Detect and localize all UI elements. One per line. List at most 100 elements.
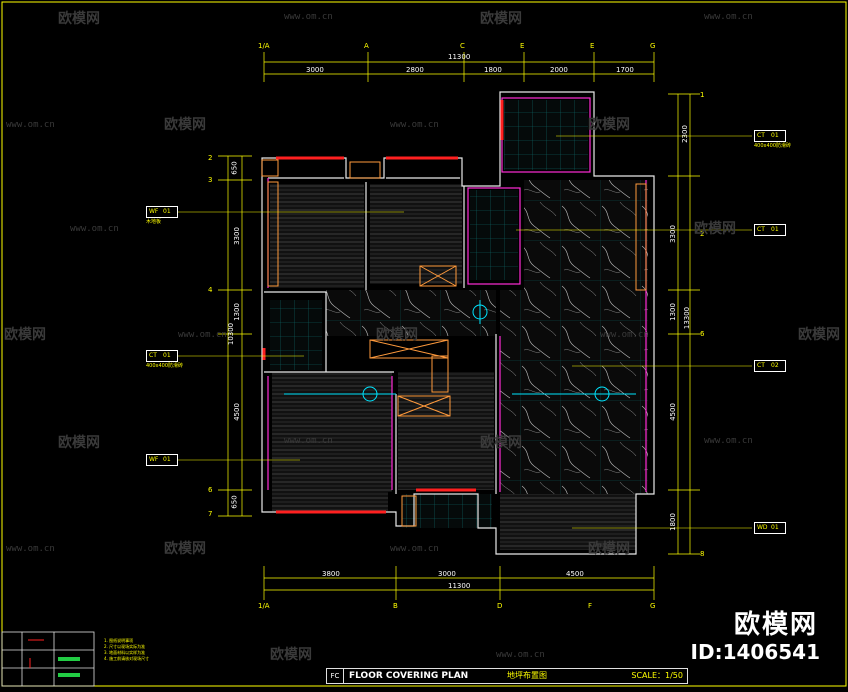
tag-code: WD (757, 524, 768, 531)
cabinets (261, 159, 647, 527)
dim-top-total: 11300 (448, 53, 471, 61)
tag-num: 02 (771, 362, 779, 369)
title-english: FLOOR COVERING PLAN (349, 671, 469, 681)
dim-top-seg-2: 2800 (406, 66, 424, 74)
tag-right-1[interactable]: CT 01 (754, 130, 786, 142)
watermark-text: 欧模网 (270, 647, 312, 663)
tag-right-3[interactable]: CT 02 (754, 360, 786, 372)
tag-left-3[interactable]: WF 01 (146, 454, 178, 466)
floor-hatch-regions (270, 100, 648, 550)
axis-left-2: 3 (208, 176, 213, 184)
axis-top-4: E (520, 42, 525, 50)
watermark-text: 欧模网 (164, 541, 206, 557)
watermark-text: 欧模网 (480, 435, 522, 451)
tag-num: 01 (771, 226, 779, 233)
right-dimension-chain (668, 93, 700, 555)
tag-code: CT (757, 132, 765, 139)
watermark-text: 欧模网 (4, 327, 46, 343)
dim-right-seg-1: 2300 (680, 125, 689, 143)
dim-left-seg-3: 1300 (232, 303, 241, 321)
watermark-url: www.om.cn (600, 330, 649, 340)
watermark-url: www.om.cn (390, 544, 439, 554)
dim-right-total: 13300 (683, 306, 692, 330)
dim-bottom-total: 11300 (448, 582, 471, 590)
title-code: FC (327, 669, 344, 683)
bottom-dimension-chain (263, 566, 655, 600)
watermark-text: 欧模网 (376, 327, 418, 343)
tag-code: CT (757, 226, 765, 233)
tag-leaders (178, 135, 752, 529)
watermark-text: 欧模网 (480, 11, 522, 27)
watermark-url: www.om.cn (6, 120, 55, 130)
tag-code: CT (149, 352, 157, 359)
dim-left-seg-4: 4500 (232, 403, 241, 421)
watermark-text: 欧模网 (798, 327, 840, 343)
tag-right-2[interactable]: CT 01 (754, 224, 786, 236)
tag-num: 01 (771, 524, 779, 531)
tag-num: 01 (163, 352, 171, 359)
dim-bottom-seg-2: 3000 (438, 570, 456, 578)
watermark-url: www.om.cn (284, 12, 333, 22)
section-markers (284, 300, 636, 402)
tag-sub: 木地板 (146, 219, 162, 225)
watermark-url: www.om.cn (704, 12, 753, 22)
dim-top-seg-1: 3000 (306, 66, 324, 74)
axis-bottom-4: F (588, 602, 593, 610)
tag-num: 01 (771, 132, 779, 139)
note-item: 2. 尺寸以现场实际为准 (104, 644, 146, 649)
axis-left-1: 2 (208, 154, 213, 162)
dim-top-seg-5: 1700 (616, 66, 634, 74)
dim-left-seg-1: 650 (230, 161, 239, 175)
dim-right-seg-5: 1800 (668, 513, 677, 531)
axis-left-4: 6 (208, 486, 213, 494)
axis-top-3: C (460, 42, 465, 50)
left-dimension-chain (218, 155, 252, 517)
dim-right-seg-2: 3300 (668, 225, 677, 243)
watermark-url: www.om.cn (704, 436, 753, 446)
axis-left-5: 7 (208, 510, 213, 518)
legend-box (1, 631, 95, 687)
watermark-url: www.om.cn (178, 330, 227, 340)
dim-top-seg-4: 2000 (550, 66, 568, 74)
title-chinese: 地坪布置图 (507, 671, 547, 680)
watermark-text: 欧模网 (164, 117, 206, 133)
notes-list: 1. 图纸说明事项 2. 尺寸以现场实际为准 3. 地面材料以实样为准 4. 施… (104, 638, 149, 662)
axis-bottom-5: G (650, 602, 656, 610)
watermark-text: 欧模网 (588, 541, 630, 557)
dim-left-total: 10300 (227, 322, 236, 346)
brand-logo-text: 欧模网 (733, 610, 818, 640)
tag-code: CT (757, 362, 765, 369)
tag-right-4[interactable]: WD 01 (754, 522, 786, 534)
tag-left-1[interactable]: WF 01 (146, 206, 178, 218)
tag-sub: 400x400防滑砖 (146, 363, 184, 369)
tag-num: 01 (163, 208, 171, 215)
watermark-text: 欧模网 (694, 221, 736, 237)
watermark-text: 欧模网 (588, 117, 630, 133)
dim-right-seg-3: 1300 (668, 303, 677, 321)
axis-bottom-2: B (393, 602, 398, 610)
watermark-url: www.om.cn (6, 544, 55, 554)
tag-code: WF (149, 208, 159, 215)
watermark-url: www.om.cn (496, 650, 545, 660)
dim-right-seg-4: 4500 (668, 403, 677, 421)
axis-right-2: 2 (700, 230, 705, 238)
note-item: 1. 图纸说明事项 (104, 638, 134, 643)
title-scale: SCALE：1/50 (631, 671, 683, 680)
watermark-text: 欧模网 (58, 11, 100, 27)
axis-top-2: A (364, 42, 369, 50)
note-item: 3. 地面材料以实样为准 (104, 650, 146, 655)
dim-bottom-seg-1: 3800 (322, 570, 340, 578)
tag-code: WF (149, 456, 159, 463)
axis-top-6: G (650, 42, 656, 50)
axis-top-1: 1/A (258, 42, 270, 50)
axis-right-4: 8 (700, 550, 705, 558)
axis-right-1: 1 (700, 91, 705, 99)
note-item: 4. 施工前请核对现场尺寸 (104, 656, 150, 661)
watermark-url: www.om.cn (70, 224, 119, 234)
axis-bottom-1: 1/A (258, 602, 270, 610)
window-bands (262, 100, 504, 514)
axis-left-3: 4 (208, 286, 213, 294)
dim-bottom-seg-3: 4500 (566, 570, 584, 578)
tag-left-2[interactable]: CT 01 (146, 350, 178, 362)
